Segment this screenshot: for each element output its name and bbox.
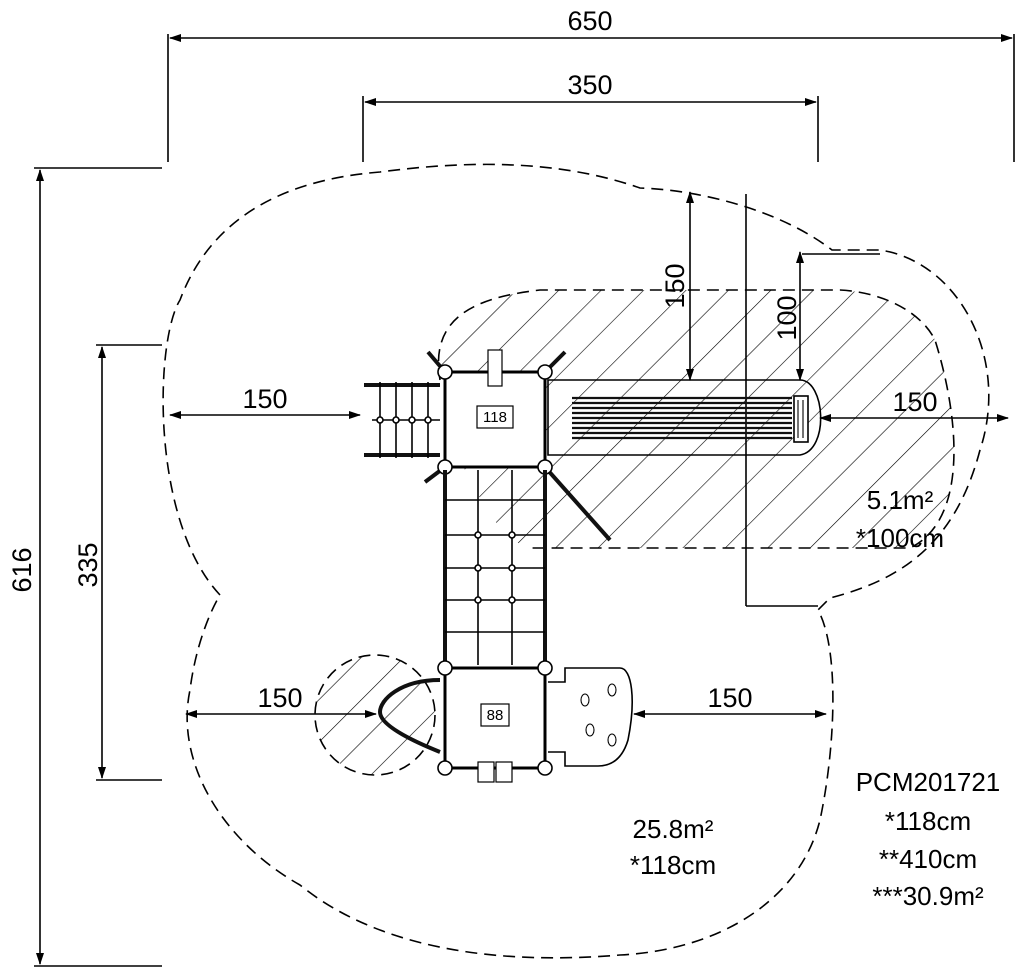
slide-bed	[572, 396, 792, 440]
climbing-net	[443, 470, 547, 665]
dim-150-right-lower-label: 150	[707, 683, 752, 713]
dimension-right-clearance-lower: 150	[633, 683, 827, 718]
dim-100-label: 100	[772, 295, 802, 340]
upper-platform-height-label: 118	[483, 409, 507, 426]
dimension-left-clearance-upper: 150	[169, 384, 361, 419]
slide-zone-area-label: 5.1m²	[867, 485, 934, 515]
slide-zone-height-label: *100cm	[856, 523, 944, 553]
dimension-slide-side-clearance: 150	[819, 387, 1009, 422]
dim-350-label: 350	[567, 70, 612, 100]
dim-335-label: 335	[73, 542, 103, 587]
upper-platform: 118	[423, 349, 612, 542]
upper-platform-height-box	[476, 405, 514, 429]
rope-ladder	[364, 382, 440, 458]
side-zone-hatch	[314, 654, 436, 776]
product-total-area: ***30.9m²	[872, 881, 984, 911]
dimension-structure-depth: 335	[73, 344, 162, 781]
main-zone-area-label: 25.8m²	[633, 814, 714, 844]
product-fall-height: *118cm	[885, 806, 971, 836]
product-info: PCM201721 *118cm **410cm ***30.9m²	[856, 767, 1001, 911]
slide	[547, 379, 822, 456]
lower-platform-height-box	[480, 703, 510, 727]
dimension-overall-width: 650	[167, 6, 1015, 162]
dim-616-label: 616	[7, 547, 37, 592]
dim-150-top-label: 150	[660, 263, 690, 308]
lower-platform: 88	[377, 660, 633, 783]
dim-150-left-lower-label: 150	[257, 683, 302, 713]
safety-zone-outline	[162, 163, 990, 959]
dimension-overall-depth: 616	[7, 167, 162, 967]
dim-650-label: 650	[567, 6, 612, 36]
dim-150-slide-label: 150	[892, 387, 937, 417]
dimension-top-clearance: 150	[660, 191, 818, 607]
product-code: PCM201721	[856, 767, 1001, 797]
main-zone-height-label: *118cm	[630, 850, 716, 880]
product-length: **410cm	[879, 844, 977, 874]
dimension-structure-width: 350	[362, 70, 819, 162]
dimension-left-clearance-lower: 150	[185, 683, 377, 718]
dimension-slide-top-clearance: 100	[772, 251, 880, 381]
dim-150-left-upper-label: 150	[242, 384, 287, 414]
lower-platform-height-label: 88	[487, 707, 504, 724]
